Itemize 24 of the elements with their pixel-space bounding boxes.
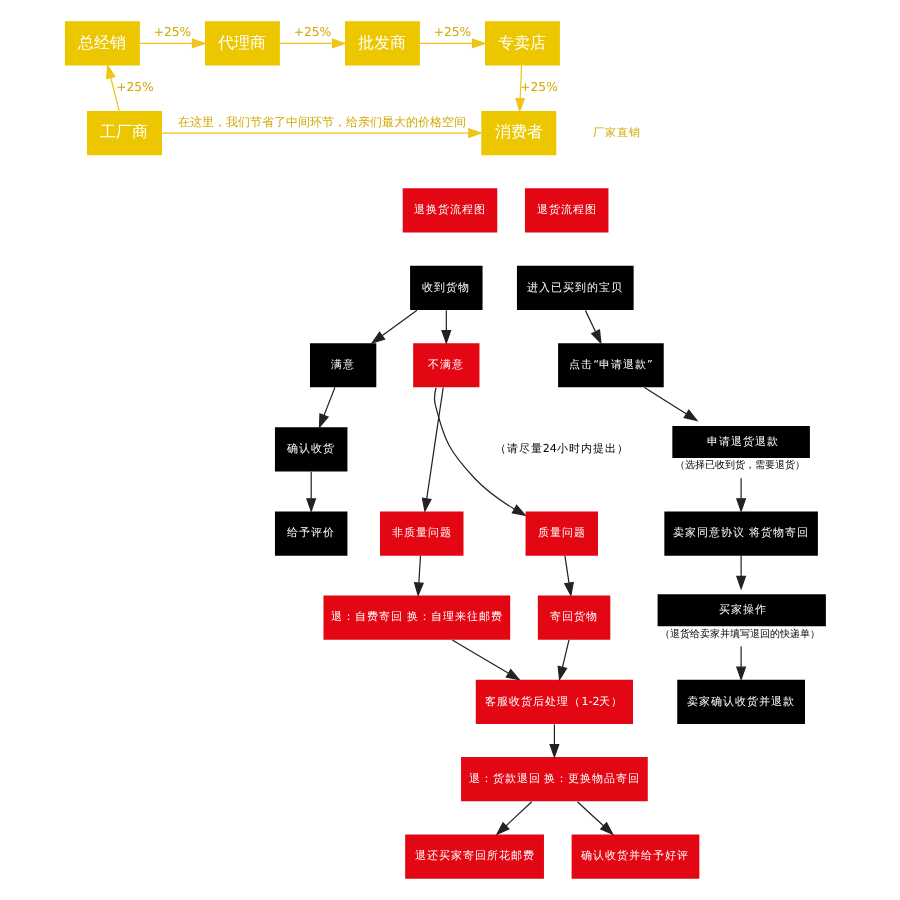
arrow [549, 723, 560, 759]
arrow [576, 801, 615, 836]
arrow [563, 555, 575, 598]
arrow [515, 65, 526, 113]
arrow [441, 309, 452, 345]
arrow [557, 639, 570, 682]
arrow [584, 309, 602, 345]
arrow [495, 801, 533, 836]
arrow [279, 38, 347, 49]
arrow [451, 639, 521, 681]
arrow [306, 471, 317, 513]
arrow [105, 63, 120, 112]
arrow [419, 38, 487, 49]
arrow [139, 38, 207, 49]
arrow [433, 387, 527, 517]
arrow [735, 555, 747, 591]
arrow [735, 645, 747, 682]
arrow [318, 386, 336, 429]
arrow [735, 477, 747, 513]
arrow [370, 309, 418, 345]
arrow [643, 386, 699, 422]
arrow [161, 127, 483, 139]
arrow [413, 555, 425, 598]
arrow [421, 386, 444, 513]
